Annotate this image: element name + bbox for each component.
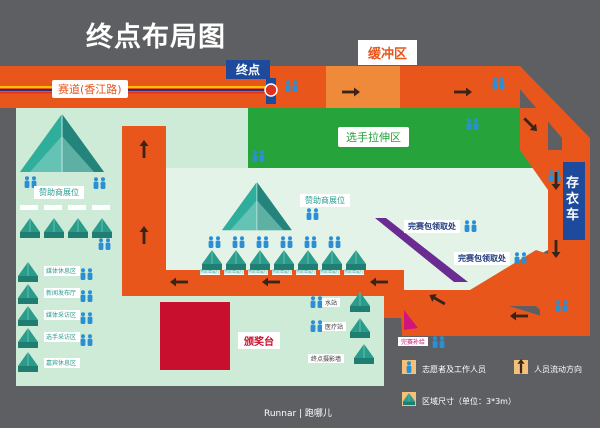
race-road-label: 赛道(香江路) <box>52 80 128 98</box>
left-tent-label-5: 嘉宾休息区 <box>46 360 77 367</box>
left-tent-label-1: 媒体休息区 <box>46 268 77 275</box>
sponsor-booth-label-2: 赞助商展位 <box>300 194 350 207</box>
left-tent-label-4: 选手采访区 <box>46 334 77 341</box>
legend-staff-label: 志愿者及工作人员 <box>422 365 486 374</box>
booth-label-6: 赞助商展位 <box>320 269 340 274</box>
legend-icons <box>402 359 528 406</box>
left-tent-label-2: 新闻发布厅 <box>46 290 77 297</box>
supply-marker <box>404 310 418 330</box>
left-tent-labels-bg <box>44 266 80 368</box>
storage-truck <box>563 162 585 240</box>
water-station-label: 水站 <box>322 298 341 307</box>
booth-label-7: 赞助商展位 <box>344 269 364 274</box>
kit-pickup-label-2: 完赛包领取处 <box>454 252 510 265</box>
finish-line <box>264 78 278 104</box>
finish-label: 终点 <box>226 60 271 79</box>
track-stripes <box>0 86 275 94</box>
buffer-zone <box>326 66 400 108</box>
legend-flow-label: 人员流动方向 <box>534 365 582 374</box>
sponsor-booth-grid <box>19 205 113 239</box>
award-stage <box>160 302 230 370</box>
kit-pickup-label-1: 完赛包领取处 <box>404 220 460 233</box>
buffer-zone-label: 缓冲区 <box>358 40 418 65</box>
booth-label-2: 赞助商展位 <box>224 269 244 274</box>
booth-label-4: 赞助商展位 <box>272 269 292 274</box>
booth-label-3: 赞助商展位 <box>248 269 268 274</box>
medical-station-label: 医疗站 <box>322 322 347 331</box>
storage-label: 存衣车 <box>566 176 580 223</box>
footer-brand: Runnar | 跑哪儿 <box>264 409 332 419</box>
booth-label-1: 赞助商展位 <box>200 269 220 274</box>
photo-wall-label: 终点摄影墙 <box>308 354 345 363</box>
purple-barrier <box>375 218 468 282</box>
sponsor-booth-label-1: 赞助商展位 <box>34 186 84 199</box>
page-title: 终点布局图 <box>86 22 226 53</box>
legend-area-label: 区域尺寸（单位：3*3m） <box>422 397 516 406</box>
booth-label-bg <box>200 270 364 275</box>
award-stage-label: 颁奖台 <box>238 332 280 349</box>
stretch-zone-label: 选手拉伸区 <box>338 127 409 147</box>
supply-label: 完赛补给 <box>398 337 429 346</box>
left-tent-label-3: 媒体采访区 <box>46 312 77 319</box>
booth-label-5: 赞助商展位 <box>296 269 316 274</box>
